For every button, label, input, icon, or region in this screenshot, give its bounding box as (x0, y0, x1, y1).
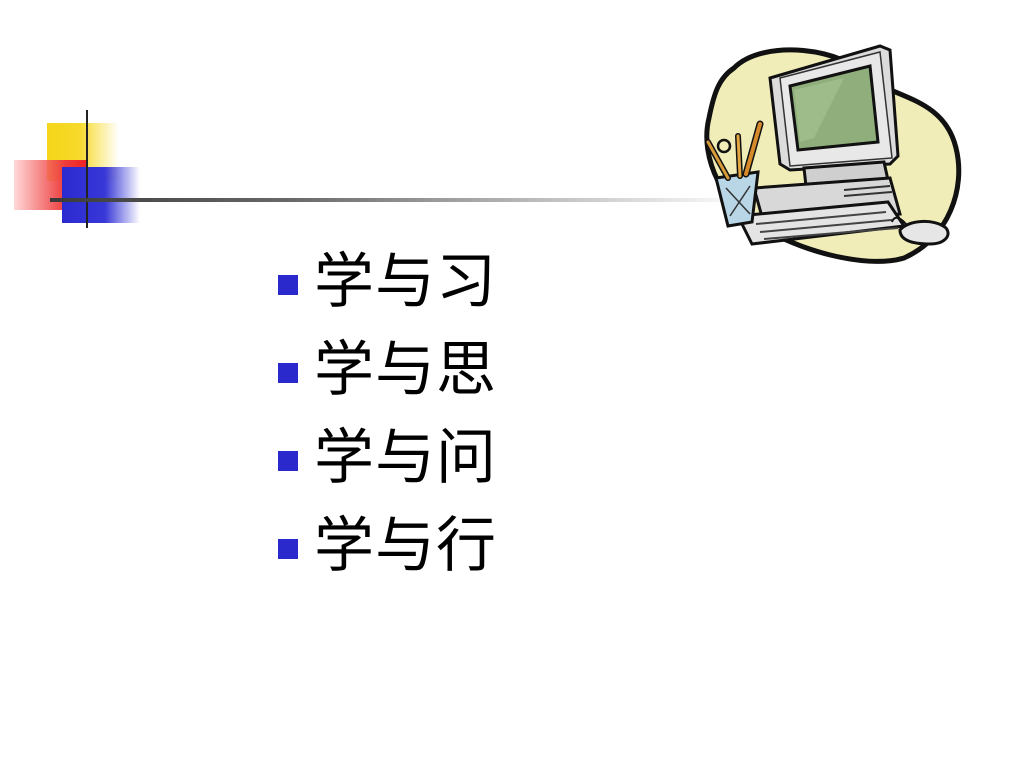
square-bullet-icon (278, 275, 298, 295)
bullet-text: 学与思 (314, 335, 497, 405)
list-item: 学与思 (278, 326, 497, 414)
title-divider-line (50, 198, 750, 202)
decor-blue-square (62, 167, 140, 223)
square-bullet-icon (278, 363, 298, 383)
decor-vertical-line (86, 110, 88, 228)
bullet-text: 学与行 (314, 511, 497, 581)
square-bullet-icon (278, 451, 298, 471)
bullet-list: 学与习 学与思 学与问 学与行 (278, 238, 497, 590)
list-item: 学与问 (278, 414, 497, 502)
list-item: 学与行 (278, 502, 497, 590)
list-item: 学与习 (278, 238, 497, 326)
computer-clipart-icon (704, 44, 962, 264)
bullet-text: 学与问 (314, 423, 497, 493)
bullet-text: 学与习 (314, 247, 497, 317)
square-bullet-icon (278, 539, 298, 559)
